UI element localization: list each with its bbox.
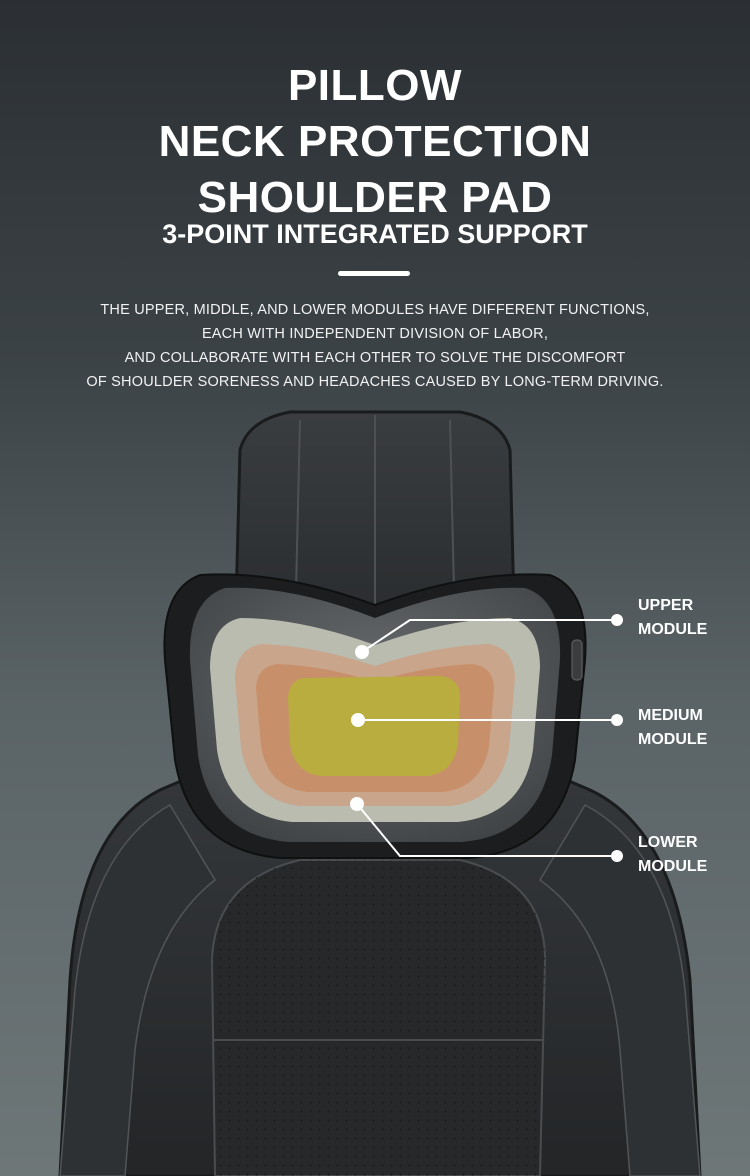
page-title: PILLOW NECK PROTECTION SHOULDER PAD xyxy=(0,58,750,226)
upper-module-line1: UPPER xyxy=(638,597,694,614)
side-button xyxy=(571,639,583,681)
left-bolster xyxy=(59,803,216,1176)
callout-lower-dot-start xyxy=(350,797,364,811)
description-line: AND COLLABORATE WITH EACH OTHER TO SOLVE… xyxy=(124,350,626,366)
page-subtitle: 3-POINT INTEGRATED SUPPORT xyxy=(162,219,588,249)
lower-module-label: LOWER MODULE xyxy=(638,831,707,879)
medium-module-label: MEDIUM MODULE xyxy=(638,704,707,752)
callout-upper-dot-start xyxy=(355,645,369,659)
medium-module-line1: MEDIUM xyxy=(638,707,703,724)
callout-medium-dot-end xyxy=(611,714,623,726)
description: THE UPPER, MIDDLE, AND LOWER MODULES HAV… xyxy=(0,298,750,394)
callout-lower xyxy=(356,803,617,857)
upper-module-line2: MODULE xyxy=(638,621,708,638)
callout-lower-dot-end xyxy=(611,850,623,862)
title-line: SHOULDER PAD xyxy=(197,173,553,222)
description-line: EACH WITH INDEPENDENT DIVISION OF LABOR, xyxy=(201,326,549,342)
title-line: PILLOW xyxy=(287,61,463,110)
upper-module-label: UPPER MODULE xyxy=(638,594,707,642)
callout-medium-dot-start xyxy=(351,713,365,727)
description-line: THE UPPER, MIDDLE, AND LOWER MODULES HAV… xyxy=(100,302,650,318)
callout-upper xyxy=(361,619,617,653)
callout-upper-dot-end xyxy=(611,614,623,626)
medium-module-line2: MODULE xyxy=(638,731,708,748)
title-line: NECK PROTECTION xyxy=(158,117,592,166)
description-line: OF SHOULDER SORENESS AND HEADACHES CAUSE… xyxy=(86,374,664,390)
medium-core xyxy=(288,676,460,776)
right-bolster xyxy=(539,804,701,1176)
title-divider xyxy=(338,271,410,276)
lower-module-line1: LOWER xyxy=(638,834,698,851)
lower-module-line2: MODULE xyxy=(638,858,708,875)
